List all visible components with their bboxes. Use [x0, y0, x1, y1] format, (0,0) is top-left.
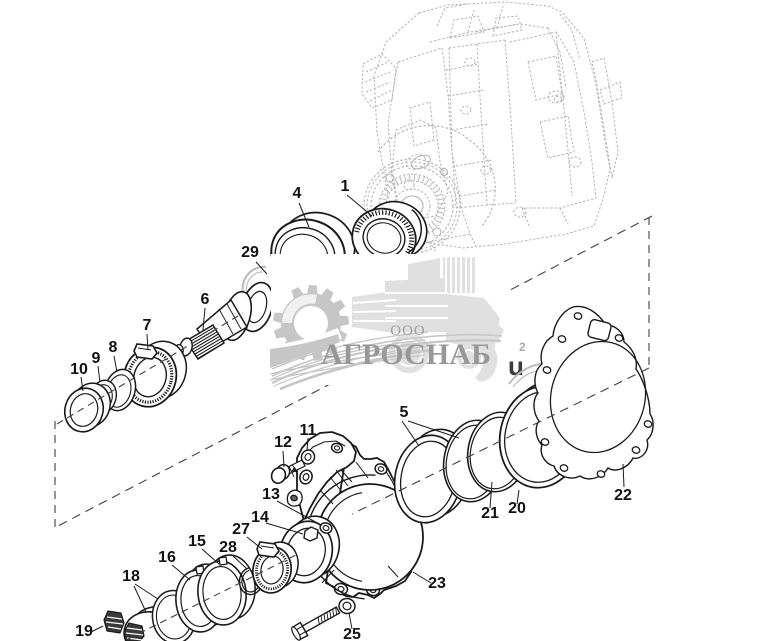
svg-text:5: 5	[400, 404, 409, 421]
svg-text:16: 16	[158, 549, 176, 566]
svg-text:14: 14	[251, 509, 269, 526]
svg-text:8: 8	[109, 339, 118, 356]
svg-text:9: 9	[92, 350, 101, 367]
svg-text:28: 28	[219, 539, 237, 556]
svg-text:29: 29	[241, 244, 259, 261]
svg-text:OOO: OOO	[390, 323, 426, 339]
svg-text:21: 21	[481, 505, 499, 522]
svg-text:25: 25	[343, 626, 361, 641]
svg-text:23: 23	[428, 575, 446, 592]
svg-text:4: 4	[293, 185, 302, 202]
svg-text:6: 6	[201, 291, 210, 308]
svg-text:11: 11	[300, 422, 317, 439]
svg-text:22: 22	[614, 487, 632, 504]
svg-text:15: 15	[188, 533, 206, 550]
svg-text:13: 13	[262, 486, 280, 503]
svg-text:АГРОСНАБ: АГРОСНАБ	[321, 338, 491, 371]
svg-text:18: 18	[122, 568, 140, 585]
svg-text:19: 19	[75, 623, 93, 640]
svg-text:1: 1	[341, 178, 350, 195]
svg-text:2: 2	[519, 340, 526, 354]
svg-text:10: 10	[70, 361, 88, 378]
svg-text:7: 7	[143, 317, 152, 334]
svg-text:12: 12	[274, 434, 292, 451]
svg-text:20: 20	[508, 500, 526, 517]
svg-text:27: 27	[232, 521, 250, 538]
